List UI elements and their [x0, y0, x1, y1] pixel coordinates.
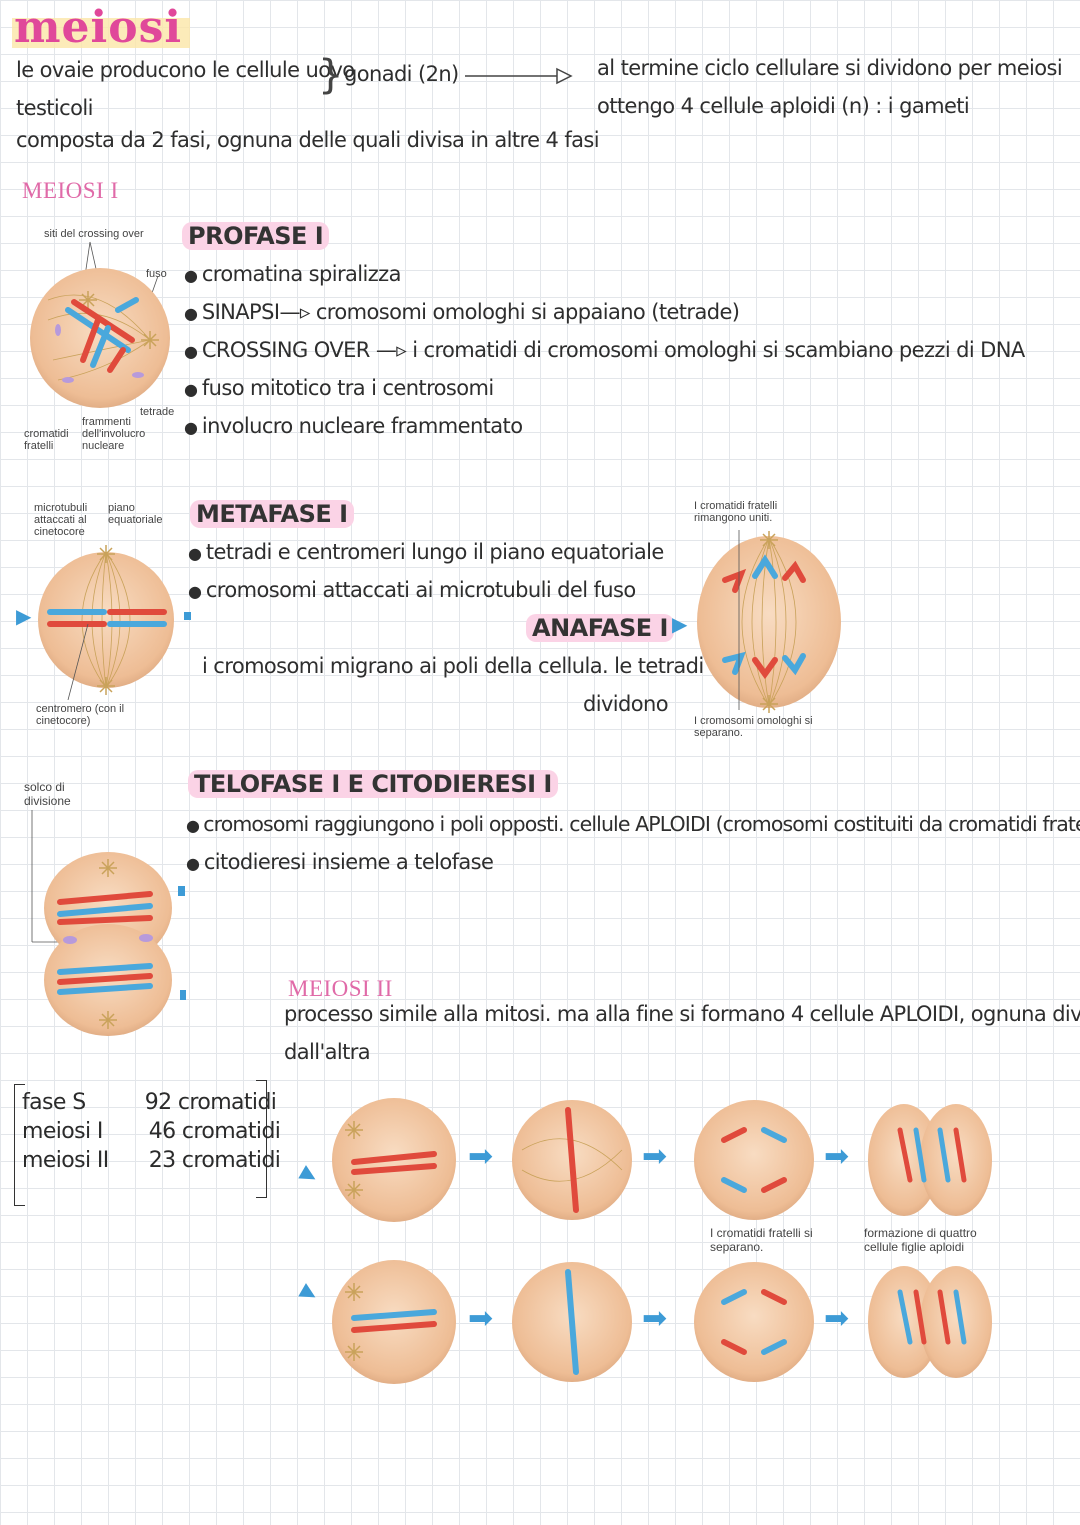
metafase-bullet-1: tetradi e centromeri lungo il piano equa…: [188, 540, 664, 564]
brace-icon: }: [318, 52, 343, 98]
telofase-bullet-2: citodieresi insieme a telofase: [186, 850, 494, 874]
profase-bullet-3: CROSSING OVER —▹ i cromatidi di cromosom…: [184, 338, 1025, 362]
label-tetrade: tetrade: [140, 406, 175, 418]
metafase-title: METAFASE I: [190, 500, 354, 528]
label-omologhi: I cromosomi omologhi si separano.: [694, 715, 813, 739]
square-marker-icon: [178, 886, 185, 896]
meiosi2-cells-illustration: ➡ ➡ ➡ ➡ ➡ ➡: [332, 1098, 992, 1384]
arrow-right-icon: [465, 67, 573, 85]
telofase-cell-illustration: [31, 810, 172, 1036]
page-title: meiosi: [14, 2, 183, 53]
label-cromatidi: cromatidi fratelli: [24, 428, 69, 452]
profase-title: PROFASE I: [182, 222, 330, 250]
label-formazione: formazione di quattro cellule figlie apl…: [864, 1226, 977, 1254]
table-row: meiosi I 46 cromatidi: [16, 1117, 286, 1146]
meiosi2-text-2: dall'altra: [284, 1040, 371, 1064]
meiosi2-text-1: processo simile alla mitosi. ma alla fin…: [284, 1002, 1080, 1026]
triangle-marker-icon: ▶: [672, 612, 688, 636]
count-phase: meiosi II: [22, 1148, 109, 1173]
square-marker-icon: [184, 612, 191, 620]
intro-line3: composta da 2 fasi, ognuna delle quali d…: [16, 128, 600, 152]
anafase-cell-illustration: [697, 530, 841, 714]
profase-bullet-1: cromatina spiralizza: [184, 262, 402, 286]
svg-text:➡: ➡: [468, 1301, 493, 1336]
intro-line1: le ovaie producono le cellule uovo: [16, 58, 355, 82]
triangle-marker-icon: ▶: [16, 604, 32, 628]
svg-text:➡: ➡: [642, 1301, 667, 1336]
label-separano: I cromatidi fratelli si separano.: [710, 1226, 813, 1254]
count-phase: fase S: [22, 1090, 86, 1115]
meiosi2-heading: MEIOSI II: [288, 976, 393, 1001]
svg-text:➡: ➡: [824, 1139, 849, 1174]
label-fratelli-uniti: I cromatidi fratelli rimangono uniti.: [694, 500, 778, 524]
square-marker-icon: [180, 990, 186, 1000]
anafase-title: ANAFASE I: [526, 614, 674, 642]
triangle-marker-icon: ▶: [297, 1159, 323, 1189]
count-value: 92 cromatidi: [144, 1090, 277, 1115]
label-crossing: siti del crossing over: [44, 228, 144, 240]
anafase-text-2: dividono: [583, 692, 669, 716]
intro-gonads: gonadi (2n): [344, 62, 459, 86]
label-fuso: fuso: [146, 268, 167, 280]
bracket-left: [14, 1084, 25, 1206]
profase-bullet-4: fuso mitotico tra i centrosomi: [184, 376, 494, 400]
intro-result2: ottengo 4 cellule aploidi (n) : i gameti: [597, 94, 970, 118]
profase-cell-illustration: [30, 241, 170, 408]
meiosi1-heading: MEIOSI I: [22, 178, 119, 203]
count-phase: meiosi I: [22, 1119, 103, 1144]
label-microtubuli: microtubuli attaccati al cinetocore: [34, 502, 88, 538]
telofase-bullet-1: cromosomi raggiungono i poli opposti. ce…: [186, 812, 1080, 836]
title-highlight: [12, 18, 190, 48]
svg-text:➡: ➡: [824, 1301, 849, 1336]
anafase-text-1: i cromosomi migrano ai poli della cellul…: [202, 654, 726, 678]
profase-bullet-2: SINAPSI—▹ cromosomi omologhi si appaiano…: [184, 300, 740, 324]
label-piano: piano equatoriale: [108, 502, 163, 526]
count-value: 46 cromatidi: [148, 1119, 281, 1144]
intro-result1: al termine ciclo cellulare si dividono p…: [597, 56, 1063, 80]
count-value: 23 cromatidi: [148, 1148, 281, 1173]
profase-bullet-5: involucro nucleare frammentato: [184, 414, 523, 438]
intro-line2: testicoli: [16, 96, 93, 120]
telofase-title: TELOFASE I E CITODIERESI I: [188, 770, 558, 798]
metafase-bullet-2: cromosomi attaccati ai microtubuli del f…: [188, 578, 636, 602]
chromatid-count-table: fase S 92 cromatidi meiosi I 46 cromatid…: [16, 1088, 286, 1175]
metafase-cell-illustration: [38, 544, 174, 700]
triangle-marker-icon: ▶: [297, 1277, 323, 1307]
label-solco: solco di divisione: [24, 780, 71, 808]
svg-text:➡: ➡: [642, 1139, 667, 1174]
bracket-right: [256, 1080, 267, 1198]
label-frammenti: frammenti dell'involucro nucleare: [82, 416, 146, 452]
table-row: meiosi II 23 cromatidi: [16, 1146, 286, 1175]
table-row: fase S 92 cromatidi: [16, 1088, 286, 1117]
label-centromero: centromero (con il cinetocore): [36, 703, 125, 727]
svg-text:➡: ➡: [468, 1139, 493, 1174]
